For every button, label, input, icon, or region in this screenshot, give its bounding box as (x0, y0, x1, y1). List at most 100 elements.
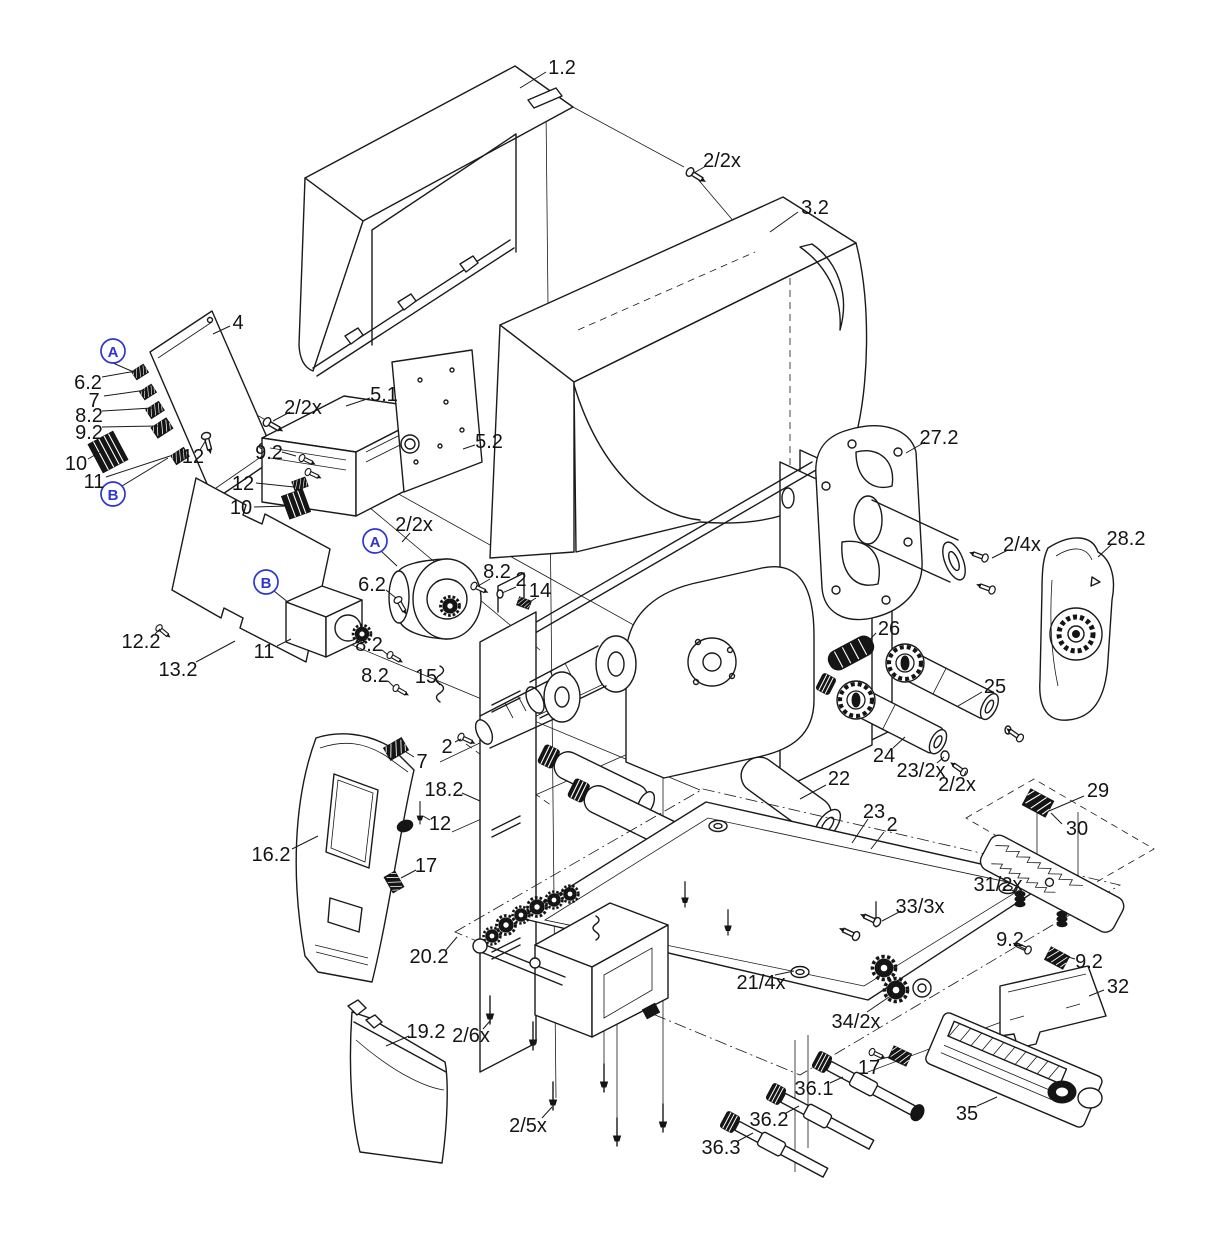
part-label: 2/6x (452, 1025, 490, 1047)
part-label: 4 (232, 312, 243, 334)
part-label: 7 (416, 751, 427, 773)
part-label: 28.2 (1107, 528, 1146, 550)
part-label: 10 (65, 453, 87, 475)
part-label: 2/2x (395, 514, 433, 536)
connector-10b (280, 488, 312, 520)
power-pcb (391, 349, 483, 493)
part-label: 15 (415, 666, 437, 688)
part-label: 8.2 (75, 405, 103, 427)
cable-parts (469, 580, 532, 610)
part-label: 9.2 (75, 422, 103, 444)
part-label: 6.2 (74, 372, 102, 394)
part-label: 2 (515, 569, 526, 591)
callout-letter: B (261, 575, 272, 592)
part-label: 12 (182, 446, 204, 468)
part-label: 36.2 (750, 1109, 789, 1131)
callout-b-2: B (253, 569, 279, 595)
part-label: 11 (254, 641, 275, 663)
part-label: 16.2 (252, 844, 291, 866)
bracket-32 (999, 965, 1107, 1049)
part-label: 31/2x (974, 874, 1023, 896)
printhead-group (965, 778, 1155, 970)
part-label: 18.2 (425, 779, 464, 801)
part-label: 9.2 (996, 929, 1024, 951)
part-label: 2/4x (1003, 534, 1041, 556)
part-label: 2 (886, 814, 897, 836)
leader-lines (87, 71, 1113, 1142)
part-label: 17 (415, 855, 437, 877)
part-label: 2/2x (703, 150, 741, 172)
part-label: 29 (1087, 780, 1109, 802)
part-label: 9.2 (1075, 951, 1103, 973)
part-labels: 1.2 2/2x 3.2 4 6.2 7 8.2 9.2 10 11 12 2/… (65, 57, 1146, 1159)
ribbon-hub-25 (886, 644, 1026, 744)
ribbon-shield (1039, 537, 1115, 721)
part-label: 6.2 (358, 574, 386, 596)
part-label: 36.1 (795, 1078, 834, 1100)
part-label: 19.2 (407, 1021, 446, 1043)
shaft-lower (474, 671, 581, 749)
part-label: 34/2x (832, 1011, 881, 1033)
callout-a-1: A (100, 338, 126, 364)
printhead-bar (979, 834, 1125, 933)
part-label: 22 (828, 768, 850, 790)
part-label: 20.2 (410, 946, 449, 968)
knurled-roller-26 (827, 635, 875, 671)
ribbon-hub-24 (815, 672, 970, 778)
part-label: 32 (1107, 976, 1129, 998)
mount-wall (625, 565, 815, 779)
part-label: 5.2 (475, 431, 503, 453)
part-label: 26 (878, 618, 900, 640)
callout-a-2: A (362, 528, 388, 554)
part-label: 8.2 (355, 634, 383, 656)
front-bezel (295, 731, 477, 983)
part-label: 35 (956, 1103, 978, 1125)
top-cover (298, 65, 708, 377)
motor-a (388, 558, 482, 640)
part-label: 14 (529, 580, 551, 602)
part-label: 24 (873, 745, 895, 767)
part-label: 2 (441, 736, 452, 758)
part-label: 13.2 (159, 659, 198, 681)
part-label: 2/5x (509, 1115, 547, 1137)
part-label: 23 (863, 801, 885, 823)
part-label: 23/2x (897, 760, 946, 782)
part-label: 5.1 (370, 384, 398, 406)
part-label: 8.2 (483, 561, 511, 583)
part-label: 12.2 (122, 631, 161, 653)
part-label: 36.3 (702, 1137, 741, 1159)
front-channel-18-2 (479, 611, 537, 1073)
part-label: 11 (84, 471, 105, 493)
part-label: 9.2 (255, 442, 283, 464)
part-label: 17 (858, 1057, 880, 1079)
fasteners-right (837, 909, 932, 1004)
callout-letter: A (108, 344, 119, 361)
part-label: 7 (88, 390, 99, 412)
part-label: 2/2x (284, 397, 322, 419)
gear-train (472, 884, 580, 986)
roller-frame-35 (867, 1012, 1103, 1128)
motor-b (285, 585, 411, 699)
spring-15 (435, 665, 445, 703)
shaft-upper (525, 635, 637, 719)
connector-10 (87, 430, 129, 474)
rollers-36 (719, 1051, 925, 1181)
part-label: 30 (1066, 818, 1088, 840)
bottom-cover (347, 999, 448, 1164)
part-label: 12 (232, 473, 254, 495)
part-label: 8.2 (361, 665, 389, 687)
part-label: 1.2 (548, 57, 576, 79)
part-label: 33/3x (896, 896, 945, 918)
part-label: 3.2 (801, 197, 829, 219)
callout-letter: B (108, 487, 119, 504)
part-label: 21/4x (737, 972, 786, 994)
part-label: 25 (984, 676, 1006, 698)
part-label: 10 (230, 497, 252, 519)
part-label: 27.2 (920, 427, 959, 449)
ribbon-mount-plate (781, 425, 997, 621)
part-label: 2/2x (938, 774, 976, 796)
part-label: 12 (429, 813, 451, 835)
psu-box (534, 902, 669, 1038)
callout-letter: A (370, 534, 381, 551)
